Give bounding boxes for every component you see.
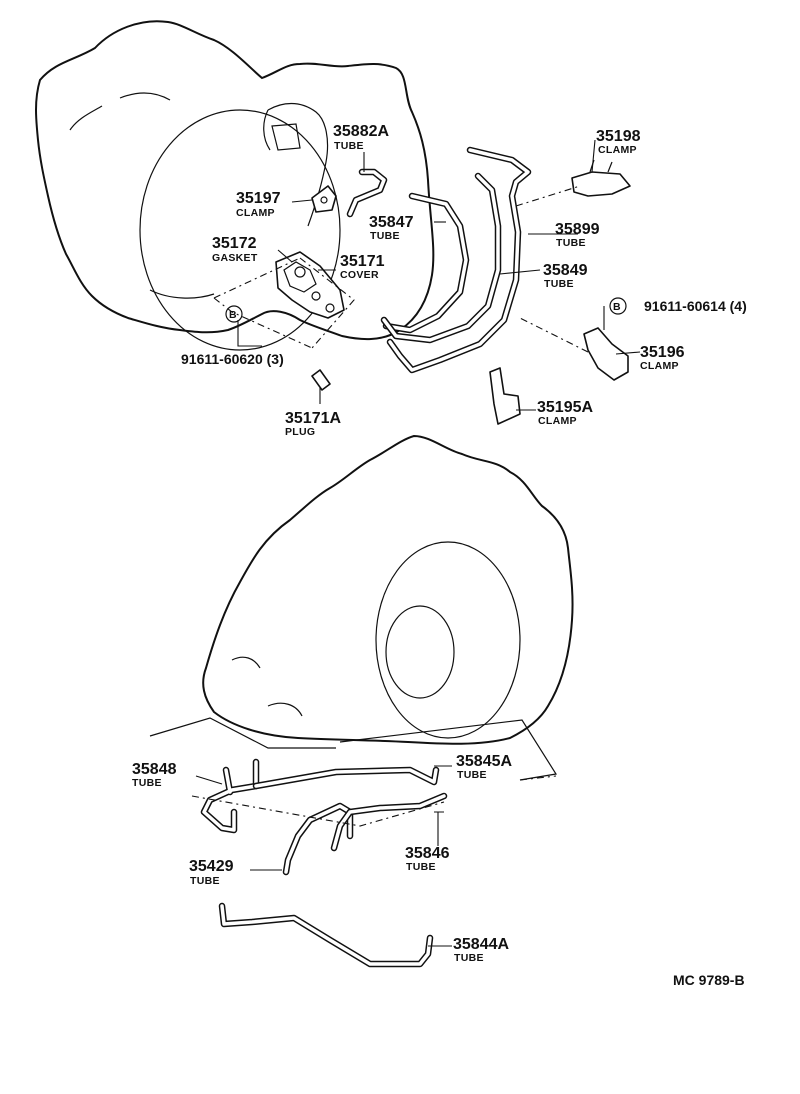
part-number: 35844A bbox=[453, 936, 509, 953]
part-number: 35846 bbox=[405, 845, 450, 862]
lower-transmission-case bbox=[149, 434, 574, 781]
callout-91611-60614: B 91611-60614 (4) bbox=[609, 297, 747, 315]
callout-35195A: 35195A CLAMP bbox=[537, 399, 593, 427]
part-name: CLAMP bbox=[538, 415, 577, 427]
leader-lines bbox=[195, 139, 641, 947]
callout-35899: 35899 TUBE bbox=[555, 221, 600, 249]
part-name: TUBE bbox=[334, 140, 364, 152]
part-name: COVER bbox=[340, 269, 379, 281]
lower-tubes bbox=[200, 758, 448, 968]
part-name: TUBE bbox=[190, 875, 220, 887]
callout-35844A: 35844A TUBE bbox=[453, 936, 509, 964]
part-number: 91611-60614 (4) bbox=[644, 298, 747, 314]
reference-lines-upper bbox=[213, 185, 589, 353]
part-name: CLAMP bbox=[598, 144, 637, 156]
part-name: TUBE bbox=[132, 777, 162, 789]
callout-91611-60620: B 91611-60620 (3) bbox=[181, 305, 284, 367]
part-number: 35197 bbox=[236, 190, 281, 207]
part-name: TUBE bbox=[457, 769, 487, 781]
part-name: GASKET bbox=[212, 252, 258, 264]
part-number: 35429 bbox=[189, 858, 234, 875]
callout-35846: 35846 TUBE bbox=[405, 845, 450, 873]
part-name: CLAMP bbox=[640, 360, 679, 372]
callout-35172: 35172 GASKET bbox=[212, 235, 258, 264]
part-name: CLAMP bbox=[236, 207, 275, 219]
part-name: TUBE bbox=[454, 952, 484, 964]
part-name: TUBE bbox=[370, 230, 400, 242]
oil-cooler-cover-assembly bbox=[275, 251, 345, 391]
part-name: PLUG bbox=[285, 426, 315, 438]
reference-lines-lower bbox=[191, 775, 557, 827]
upper-clamps bbox=[311, 159, 631, 425]
callout-35849: 35849 TUBE bbox=[543, 262, 588, 290]
upper-tubes bbox=[346, 146, 532, 374]
part-name: TUBE bbox=[406, 861, 436, 873]
callout-35882A: 35882A TUBE bbox=[333, 123, 389, 152]
part-number: 35172 bbox=[212, 235, 257, 252]
callout-35848: 35848 TUBE bbox=[132, 761, 177, 789]
part-number: 35845A bbox=[456, 753, 512, 770]
part-number: 35196 bbox=[640, 344, 685, 361]
part-number: 91611-60620 (3) bbox=[181, 351, 284, 367]
part-number: 35171 bbox=[340, 253, 385, 270]
upper-transmission-case bbox=[35, 20, 435, 351]
callout-35196: 35196 CLAMP bbox=[640, 344, 685, 372]
callout-35197: 35197 CLAMP bbox=[236, 190, 281, 219]
diagram-code: MC 9789-B bbox=[673, 972, 745, 988]
callout-35429: 35429 TUBE bbox=[189, 858, 234, 887]
badge-letter: B bbox=[613, 301, 621, 313]
part-number: 35849 bbox=[543, 262, 588, 279]
part-number: 35171A bbox=[285, 410, 341, 427]
callout-35171: 35171 COVER bbox=[340, 253, 385, 281]
bolt-b-badge-icon bbox=[225, 305, 243, 323]
callout-35847: 35847 TUBE bbox=[369, 214, 414, 242]
callout-35198: 35198 CLAMP bbox=[596, 128, 641, 156]
badge-letter: B bbox=[229, 309, 237, 321]
bolt-b-badge-icon bbox=[609, 297, 627, 315]
part-number: 35198 bbox=[596, 128, 641, 145]
part-number: 35899 bbox=[555, 221, 600, 238]
part-number: 35882A bbox=[333, 123, 389, 140]
part-number: 35848 bbox=[132, 761, 177, 778]
callout-35845A: 35845A TUBE bbox=[456, 753, 512, 781]
part-name: TUBE bbox=[556, 237, 586, 249]
part-number: 35195A bbox=[537, 399, 593, 416]
part-name: TUBE bbox=[544, 278, 574, 290]
part-number: 35847 bbox=[369, 214, 414, 231]
callout-35171A: 35171A PLUG bbox=[285, 410, 341, 438]
